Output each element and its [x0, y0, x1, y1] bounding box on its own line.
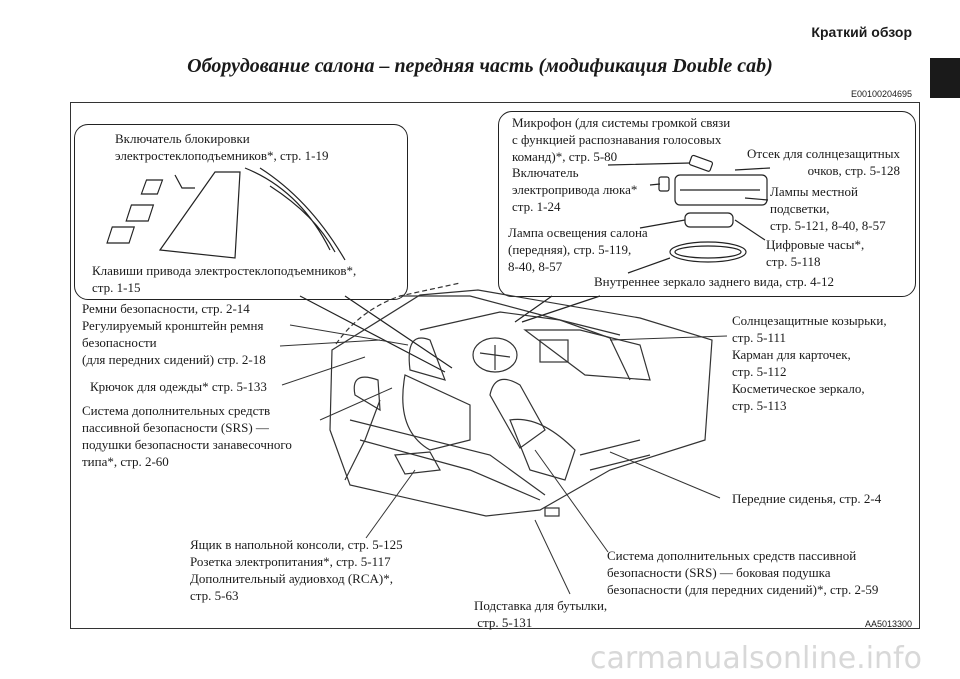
overhead-console-parts: [607, 154, 771, 274]
label-rearview-mirror: Внутреннее зеркало заднего вида, стр. 4-…: [594, 274, 835, 289]
left-bubble-pointer: [299, 295, 453, 373]
label-map-lamps: Лампы местной подсветки, стр. 5-121, 8-4…: [770, 184, 886, 233]
label-window-lock-switch: Включатель блокировки электростеклоподъе…: [115, 131, 329, 163]
label-bottle-holder: Подставка для бутылки, стр. 5-131: [474, 598, 608, 630]
figure-code: AA5013300: [864, 619, 912, 629]
figure-frame: [70, 102, 920, 629]
label-sunroof-switch: Включатель электропривода люка* стр. 1-2…: [512, 165, 638, 214]
window-switch-panel: [106, 167, 346, 261]
vehicle-cutaway: [329, 282, 713, 517]
section-header: Краткий обзор: [811, 24, 912, 40]
label-front-seats: Передние сиденья, стр. 2-4: [732, 491, 882, 506]
watermark: carmanualsonline.info: [590, 641, 922, 676]
leader-lines: [279, 324, 728, 595]
label-side-airbag: Система дополнительных средств пассивной…: [607, 548, 879, 597]
label-sunvisors: Солнцезащитные козырьки, стр. 5-111 Карм…: [732, 313, 887, 413]
label-seatbelts: Ремни безопасности, стр. 2-14 Регулируем…: [82, 301, 266, 367]
section-code: E00100204695: [850, 89, 912, 99]
right-bubble-pointer: [514, 295, 601, 323]
section-tab: [930, 58, 960, 98]
callout-overhead-console: [498, 111, 916, 297]
label-curtain-airbag: Система дополнительных средств пассивной…: [82, 403, 292, 469]
label-coat-hook: Крючок для одежды* стр. 5-133: [90, 379, 267, 394]
label-floor-console: Ящик в напольной консоли, стр. 5-125 Роз…: [190, 537, 403, 603]
page-title: Оборудование салона – передняя часть (мо…: [187, 55, 773, 77]
label-digital-clock: Цифровые часы*, стр. 5-118: [766, 237, 865, 269]
label-sunglass-holder: Отсек для солнцезащитных очков, стр. 5-1…: [747, 146, 900, 178]
label-window-keys: Клавиши привода электростеклоподъемников…: [92, 263, 357, 295]
label-room-lamp: Лампа освещения салона (передняя), стр. …: [508, 225, 648, 274]
label-microphone: Микрофон (для системы громкой связи с фу…: [512, 115, 731, 164]
